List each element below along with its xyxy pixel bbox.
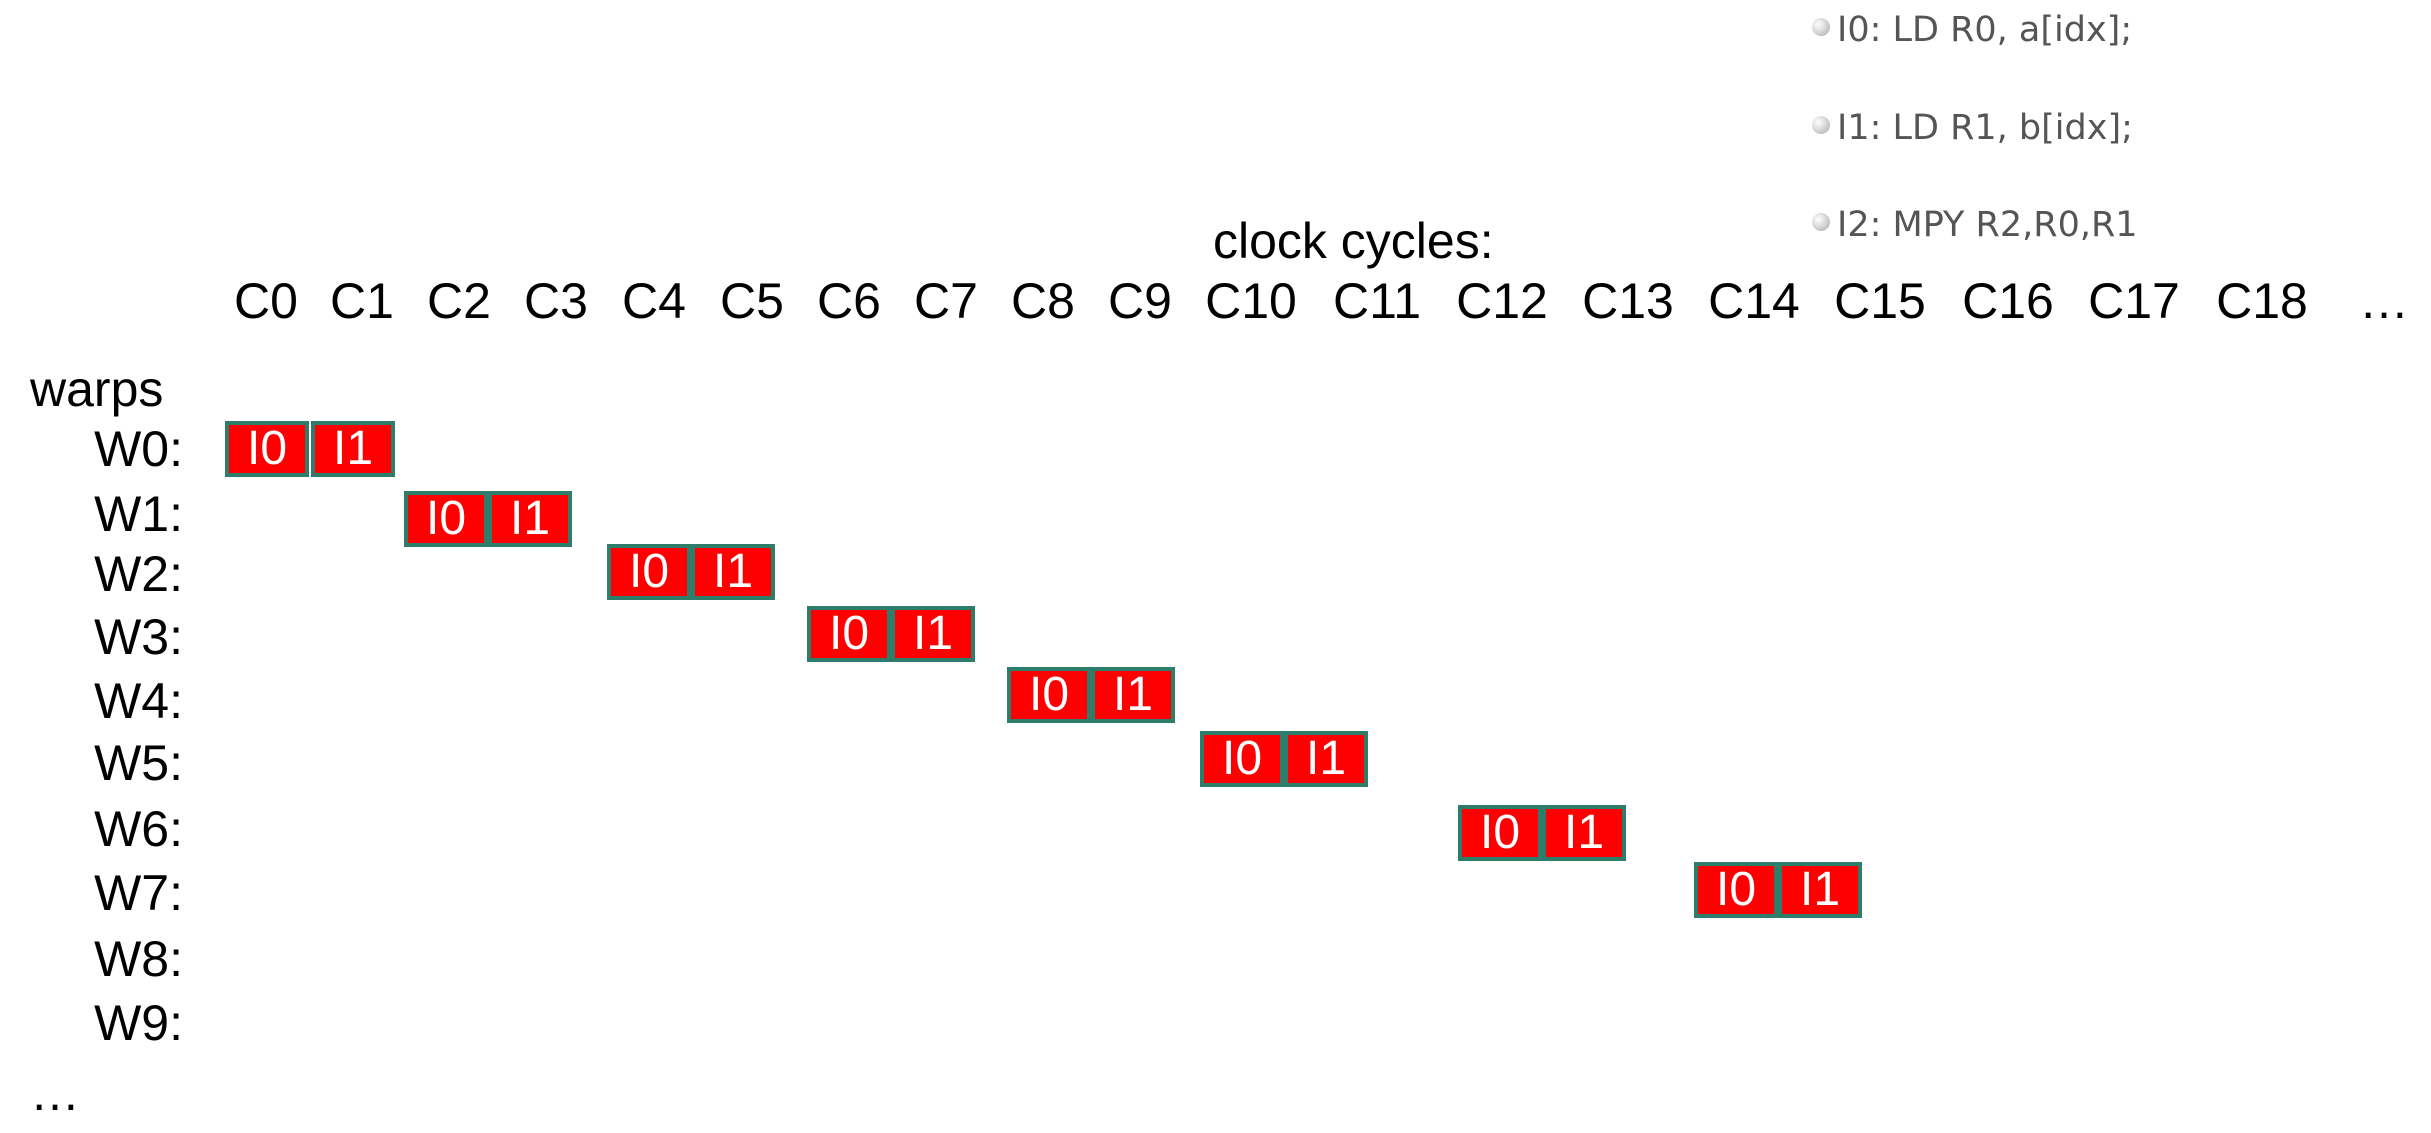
cycle-label: C0 xyxy=(234,273,298,329)
cycle-label: C5 xyxy=(720,273,784,329)
cycle-label: C6 xyxy=(817,273,881,329)
clock-cycles-title: clock cycles: xyxy=(1213,213,1494,269)
warps-more: … xyxy=(30,1065,80,1121)
instruction-text: I2: MPY R2,R0,R1 xyxy=(1837,205,2138,245)
instruction-slot: I1 xyxy=(1542,805,1626,861)
cycle-label: C14 xyxy=(1708,273,1800,329)
instruction-slot: I0 xyxy=(1200,731,1284,787)
instruction-slot: I0 xyxy=(607,544,691,600)
cycle-label: C13 xyxy=(1582,273,1674,329)
instruction-slot: I0 xyxy=(1007,667,1091,723)
warps-label: warps xyxy=(30,361,164,417)
instruction-slot: I1 xyxy=(1091,667,1175,723)
warp-label: W7: xyxy=(94,865,183,921)
cycle-label: C12 xyxy=(1456,273,1548,329)
cycle-label: C8 xyxy=(1011,273,1075,329)
instruction-slot: I1 xyxy=(891,606,975,662)
instruction-slot: I0 xyxy=(1694,862,1778,918)
circle-bullet-icon xyxy=(1812,116,1830,134)
instruction-slot: I1 xyxy=(1778,862,1862,918)
cycle-label: … xyxy=(2359,273,2409,329)
cycle-label: C11 xyxy=(1332,273,1422,329)
instruction-slot: I0 xyxy=(1458,805,1542,861)
warp-label: W5: xyxy=(94,735,183,791)
warp-label: W4: xyxy=(94,673,183,729)
instruction-slot: I1 xyxy=(1284,731,1368,787)
instruction-text: I1: LD R1, b[idx]; xyxy=(1837,108,2133,148)
instruction-slot: I0 xyxy=(807,606,891,662)
cycle-label: C17 xyxy=(2088,273,2180,329)
cycle-label: C2 xyxy=(427,273,491,329)
cycle-label: C16 xyxy=(1962,273,2054,329)
instruction-slot: I1 xyxy=(488,491,572,547)
instruction-slot: I1 xyxy=(691,544,775,600)
cycle-label: C18 xyxy=(2216,273,2308,329)
warp-label: W0: xyxy=(94,421,183,477)
instruction-slot: I0 xyxy=(404,491,488,547)
instruction-text: I0: LD R0, a[idx]; xyxy=(1837,10,2133,50)
instruction-item: I2: MPY R2,R0,R1 xyxy=(1812,195,2138,255)
cycle-label: C10 xyxy=(1205,273,1297,329)
circle-bullet-icon xyxy=(1812,213,1830,231)
warp-label: W2: xyxy=(94,546,183,602)
warp-label: W8: xyxy=(94,931,183,987)
cycle-label: C9 xyxy=(1108,273,1172,329)
warp-label: W3: xyxy=(94,609,183,665)
warp-label: W9: xyxy=(94,995,183,1051)
cycle-label: C4 xyxy=(622,273,686,329)
instruction-item: I1: LD R1, b[idx]; xyxy=(1812,98,2133,158)
instruction-slot: I0 xyxy=(225,421,309,477)
instruction-item: I0: LD R0, a[idx]; xyxy=(1812,0,2132,60)
circle-bullet-icon xyxy=(1812,18,1830,36)
cycle-label: C3 xyxy=(524,273,588,329)
cycle-label: C1 xyxy=(330,273,394,329)
cycle-label: C7 xyxy=(914,273,978,329)
warp-label: W1: xyxy=(94,486,183,542)
instruction-slot: I1 xyxy=(311,421,395,477)
warp-label: W6: xyxy=(94,801,183,857)
cycle-label: C15 xyxy=(1834,273,1926,329)
